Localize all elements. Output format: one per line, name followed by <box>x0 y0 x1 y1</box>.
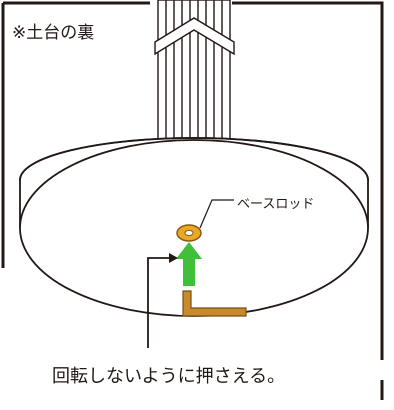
push-arrow-shaft <box>183 258 195 286</box>
push-arrow <box>176 242 202 286</box>
pole-band <box>154 17 235 56</box>
hex-wrench <box>182 290 247 317</box>
title-note: ※土台の裏 <box>10 18 97 43</box>
base-rim-edge <box>19 137 369 181</box>
instruction-text: 回転しないように押さえる。 <box>52 366 286 387</box>
instruction-pointer <box>147 253 178 348</box>
push-arrow-head <box>176 242 202 259</box>
callout-label-base-rod: ベースロッド <box>237 197 315 212</box>
callout-leader-line <box>199 199 234 229</box>
pole <box>154 0 235 151</box>
frame-border <box>1 1 384 400</box>
frame-top-right-edge <box>232 1 384 360</box>
base-rod <box>176 224 202 242</box>
